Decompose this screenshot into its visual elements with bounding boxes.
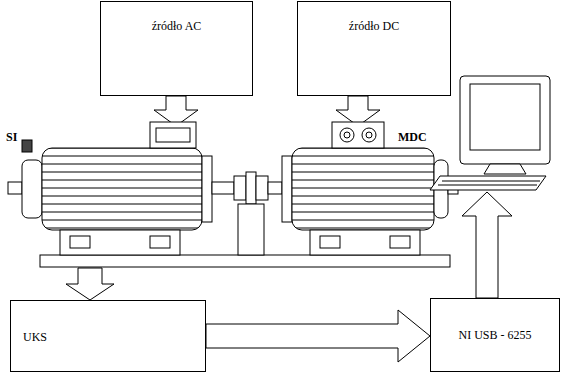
- box-label: źródło AC: [152, 19, 202, 33]
- power-source-box: źródło AC: [100, 1, 253, 96]
- dc-motor: [268, 122, 458, 255]
- part-name: SI: [6, 130, 17, 144]
- conditioning-box: UKS: [10, 300, 206, 372]
- signal-arrow: [66, 268, 114, 300]
- power-source-box: źródło DC: [297, 1, 451, 96]
- part-name: MDC: [398, 130, 427, 144]
- block-arrow: [206, 310, 430, 362]
- coupling: [234, 172, 268, 255]
- box-label: NI USB - 6255: [458, 328, 531, 342]
- data-arrow: [462, 192, 512, 298]
- induction-motor: [8, 122, 234, 255]
- base-plate: [40, 255, 450, 267]
- box-label: źródło DC: [349, 19, 399, 33]
- daq-box: NI USB - 6255: [430, 298, 560, 372]
- box-label: UKS: [23, 330, 47, 344]
